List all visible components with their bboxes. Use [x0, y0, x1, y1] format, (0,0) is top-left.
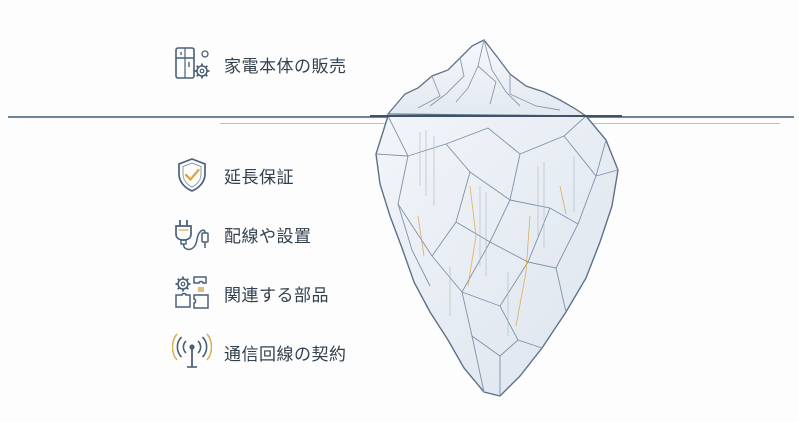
- iceberg-illustration: [370, 39, 622, 397]
- item-related-parts: 関連する部品: [172, 273, 329, 313]
- item-extended-warranty: 延長保証: [172, 155, 294, 195]
- item-label: 家電本体の販売: [224, 56, 347, 77]
- shield-check-icon: [178, 158, 206, 192]
- item-appliance-sales: 家電本体の販売: [172, 44, 347, 84]
- fridge-gear-icon: [175, 47, 210, 79]
- item-label: 延長保証: [224, 167, 294, 188]
- plug-cable-icon: [175, 220, 209, 251]
- item-label: 配線や設置: [224, 226, 312, 247]
- wireless-signal-icon: [172, 333, 212, 368]
- parts-gear-icon: [175, 276, 209, 309]
- item-label: 通信回線の契約: [224, 344, 347, 365]
- item-network-contract: 通信回線の契約: [172, 332, 347, 372]
- item-label: 関連する部品: [224, 285, 329, 306]
- item-wiring-installation: 配線や設置: [172, 214, 312, 254]
